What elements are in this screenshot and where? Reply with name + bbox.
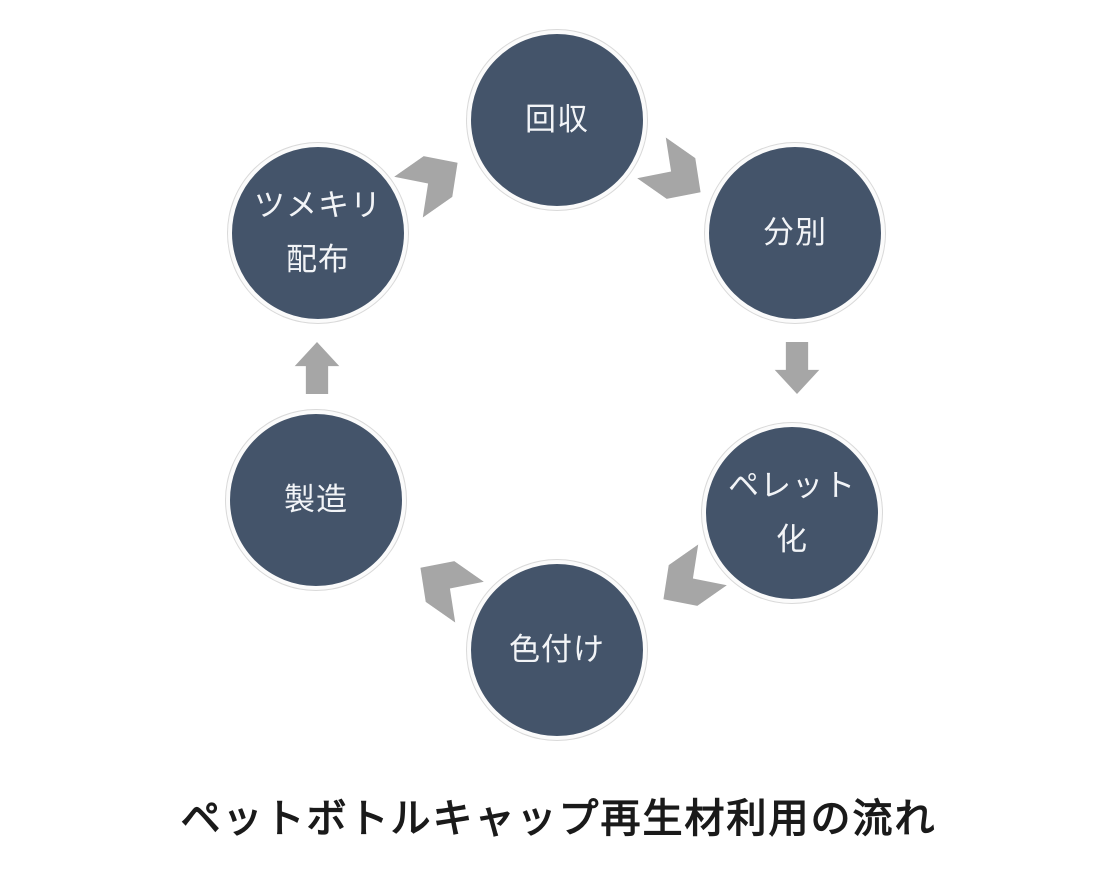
arrow-up-right-icon [394,156,458,218]
node-distribution-label-line1: ツメキリ [254,187,382,224]
arrow-down-left-icon [663,544,727,606]
node-sorting-label: 分別 [763,214,827,251]
node-distribution: ツメキリ 配布 [228,143,408,323]
node-pelletization-label-line2: 化 [776,522,808,558]
node-coloring-label: 色付け [509,631,605,668]
arrow-up-icon [294,342,340,394]
node-collection: 回収 [467,30,647,210]
arrow-down-icon [774,342,820,394]
node-manufacturing: 製造 [226,410,406,590]
node-pelletization: ペレット 化 [702,423,882,603]
node-coloring: 色付け [467,560,647,740]
node-manufacturing-label: 製造 [284,481,348,518]
node-pelletization-label-line1: ペレット [728,467,856,504]
diagram-title: ペットボトルキャップ再生材利用の流れ [180,796,937,842]
arrow-down-right-icon [637,137,701,199]
node-distribution-label-line2: 配布 [286,242,350,278]
node-sorting: 分別 [705,143,885,323]
node-collection-label: 回収 [525,101,589,138]
arrow-up-left-icon [420,561,484,623]
